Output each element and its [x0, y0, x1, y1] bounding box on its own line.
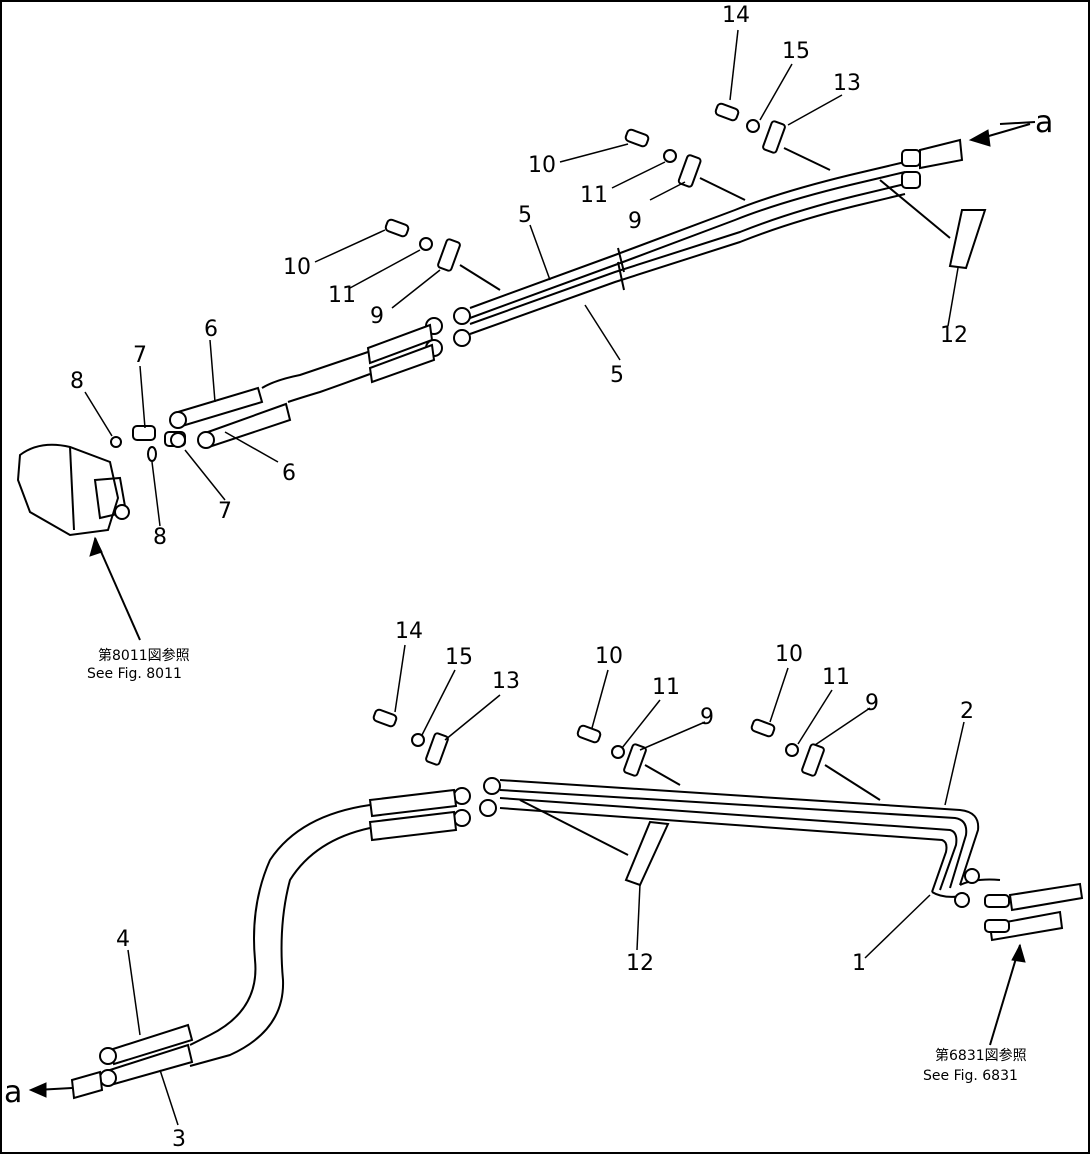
- label-10-bottom-a: 10: [595, 644, 623, 669]
- ref-8011-en: See Fig. 8011: [87, 666, 182, 682]
- label-13-bottom: 13: [492, 669, 520, 694]
- label-8-top-a: 8: [70, 369, 84, 394]
- clamp-12-upper: [879, 179, 987, 270]
- label-a-top: a: [1035, 105, 1053, 140]
- lower-clamp-group-c: [750, 718, 881, 801]
- figure-references: 第8011図参照 See Fig. 8011 第6831図参照 See Fig.…: [87, 647, 1027, 1084]
- upper-clamp-group-a: [384, 218, 501, 291]
- label-9-top-b: 9: [628, 209, 642, 234]
- label-12-top: 12: [940, 323, 968, 348]
- label-8-top-b: 8: [153, 525, 167, 550]
- label-2: 2: [960, 699, 974, 724]
- label-4: 4: [116, 927, 130, 952]
- hose-6-upper: [169, 323, 436, 449]
- label-11-bottom-b: 11: [822, 665, 850, 690]
- arrow-to-fig6831: [989, 944, 1021, 1046]
- upper-right-fittings: [901, 138, 964, 189]
- label-14-top: 14: [722, 3, 750, 28]
- upper-clamp-group-c: [714, 102, 831, 171]
- label-11-bottom-a: 11: [652, 675, 680, 700]
- upper-clamp-group-b: [624, 128, 746, 201]
- arrow-a-top: [974, 123, 1031, 141]
- label-3: 3: [172, 1127, 186, 1152]
- label-7-top-a: 7: [133, 343, 147, 368]
- label-15-top: 15: [782, 39, 810, 64]
- ref-6831-cjk: 第6831図参照: [935, 1047, 1027, 1064]
- elbows-7-upper: [110, 425, 186, 462]
- pump-unit: [16, 443, 130, 537]
- label-5-top: 5: [518, 203, 532, 228]
- label-a-bottom: a: [4, 1075, 22, 1110]
- label-9-bottom-b: 9: [865, 691, 879, 716]
- label-9-bottom-a: 9: [700, 705, 714, 730]
- ref-6831-en: See Fig. 6831: [923, 1068, 1018, 1084]
- label-5-bottom: 5: [610, 363, 624, 388]
- label-14-bottom: 14: [395, 619, 423, 644]
- lower-right-hoses: [954, 868, 1084, 942]
- label-10-top-a: 10: [283, 255, 311, 280]
- arrow-to-fig8011: [94, 537, 141, 641]
- label-10-bottom-b: 10: [775, 642, 803, 667]
- lower-clamp-group-a: [372, 708, 449, 766]
- label-9-top-a: 9: [370, 304, 384, 329]
- label-10-top-b: 10: [528, 153, 556, 178]
- label-15-bottom: 15: [445, 645, 473, 670]
- label-7-top-b: 7: [218, 499, 232, 524]
- lower-left-fittings: [368, 777, 501, 842]
- label-6-top-b: 6: [282, 461, 296, 486]
- label-13-top: 13: [833, 71, 861, 96]
- label-6-top-a: 6: [204, 317, 218, 342]
- leader-lines: [84, 29, 965, 1126]
- hoses-3-4: [70, 804, 371, 1100]
- label-11-top-a: 11: [328, 283, 356, 308]
- lower-clamp-group-b: [576, 724, 681, 786]
- label-11-top-b: 11: [580, 183, 608, 208]
- label-12-bottom: 12: [626, 951, 654, 976]
- part-labels: 14 15 13 a 10 11 9 5 10 11 9 12 6 7 8 5 …: [4, 3, 1053, 1152]
- ref-8011-cjk: 第8011図参照: [98, 647, 190, 664]
- label-1: 1: [852, 951, 866, 976]
- upper-pipe-assembly: [16, 102, 987, 641]
- lower-pipe-assembly: [28, 121, 1084, 1100]
